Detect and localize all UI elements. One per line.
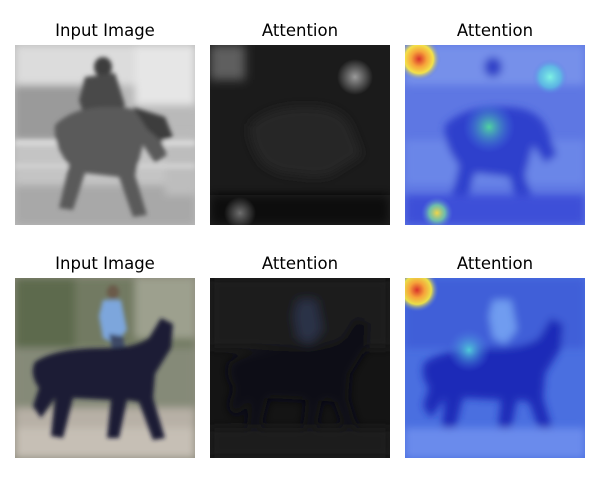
attention-overlay-heatmap <box>405 278 585 458</box>
input-image-color-rider <box>15 278 195 458</box>
panel-title: Attention <box>261 21 339 40</box>
panel-title: Attention <box>456 21 534 40</box>
attention-map-dark <box>210 278 390 458</box>
panel-title: Input Image <box>55 21 155 40</box>
panel-title: Attention <box>456 254 534 273</box>
panel-title: Input Image <box>55 254 155 273</box>
attention-map-dark <box>210 45 390 225</box>
attention-overlay-heatmap <box>405 45 585 225</box>
input-image-grayscale-rider <box>15 45 195 225</box>
panel-title: Attention <box>261 254 339 273</box>
